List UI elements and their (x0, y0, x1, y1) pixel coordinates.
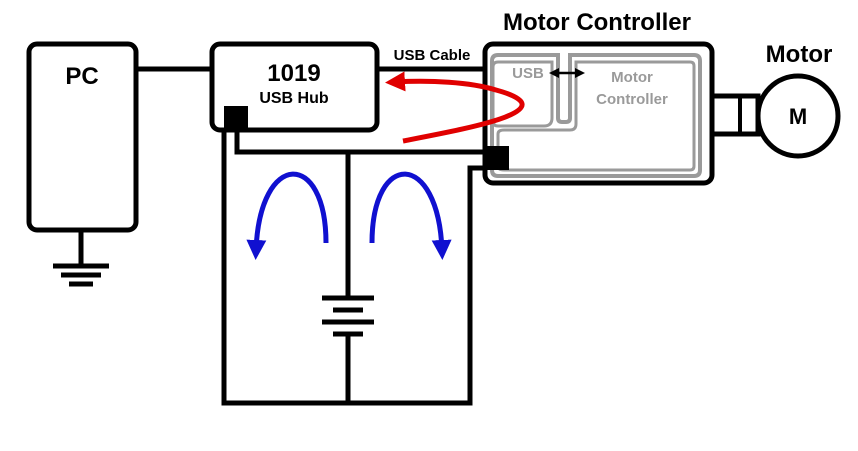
controller-ground-connector (485, 146, 509, 170)
motor-circle-icon (755, 73, 841, 159)
motor-controller-inner-outline (490, 53, 702, 178)
hub-number-label: 1019 (267, 60, 320, 87)
controller-inner-label-1: Motor (611, 69, 653, 86)
controller-inner-label-2: Controller (596, 91, 668, 108)
usb-inner-label: USB (512, 65, 544, 82)
pc-label: PC (65, 63, 98, 90)
battery-symbol-icon (322, 295, 374, 337)
usb-hub-box (209, 41, 380, 133)
hub-ground-connector (224, 106, 248, 130)
usb-cable-label: USB Cable (394, 47, 471, 64)
motor-controller-title: Motor Controller (503, 9, 691, 36)
current-arrow-right-icon (369, 171, 452, 260)
current-arrow-left-icon (246, 171, 329, 260)
ground-symbol-icon (53, 230, 109, 287)
hub-name-label: USB Hub (259, 90, 329, 107)
motor-title: Motor (766, 41, 833, 68)
ground-loop-arrow-icon (385, 71, 525, 144)
motor-symbol: M (789, 104, 807, 129)
usb-inner-box (491, 60, 554, 128)
motor-shaft (709, 93, 761, 137)
ground-wiring (221, 122, 500, 406)
